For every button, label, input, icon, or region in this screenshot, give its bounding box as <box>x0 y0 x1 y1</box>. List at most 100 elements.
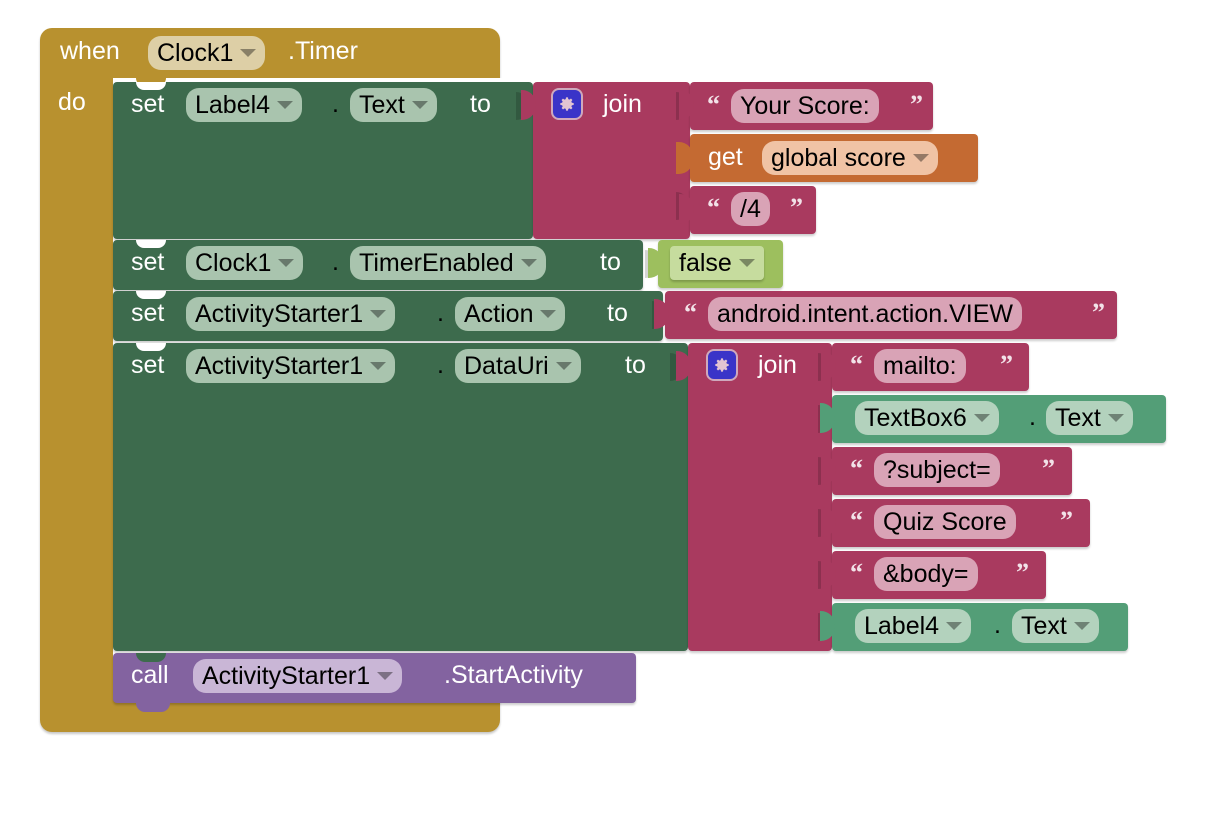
gear-icon[interactable] <box>551 88 583 120</box>
text-value-android-intent: android.intent.action.VIEW <box>717 299 1013 328</box>
text-field-subject[interactable]: ?subject= <box>874 453 1000 487</box>
call-component-label: ActivityStarter1 <box>202 661 371 690</box>
set-keyword-4: set <box>131 351 165 379</box>
getter-component-label-label4: Label4 <box>864 611 940 640</box>
chevron-down-icon[interactable] <box>946 622 963 630</box>
text-block-subject-plug <box>821 455 836 485</box>
call-component-dropdown[interactable]: ActivityStarter1 <box>193 659 403 693</box>
event-component-dropdown[interactable]: Clock1 <box>148 36 266 70</box>
open-quote-3: “ <box>684 298 697 327</box>
chevron-down-icon[interactable] <box>411 101 428 109</box>
join-label-1: join <box>603 90 642 118</box>
set-property-label-1: Text <box>359 90 405 119</box>
close-quote-subject: ” <box>1042 454 1055 483</box>
getter-property-dropdown-label4[interactable]: Text <box>1012 609 1099 643</box>
text-block-android-intent-plug <box>654 299 669 329</box>
close-quote-3: ” <box>1092 298 1105 327</box>
dot-separator-2: . <box>332 248 339 276</box>
text-block-mailto-plug <box>821 351 836 381</box>
getter-property-label-label4: Text <box>1021 611 1067 640</box>
set-component-label-1: Label4 <box>195 90 271 119</box>
chevron-down-icon[interactable] <box>1073 622 1090 630</box>
text-field-quiz-score[interactable]: Quiz Score <box>874 505 1016 539</box>
set-property-label-4: DataUri <box>464 351 549 380</box>
component-getter-textbox6-plug <box>820 403 835 433</box>
chevron-down-icon[interactable] <box>370 362 387 370</box>
set-property-dropdown-4[interactable]: DataUri <box>455 349 581 383</box>
open-quote-quiz-score: “ <box>850 506 863 535</box>
logic-value-dropdown[interactable]: false <box>670 246 764 280</box>
get-keyword: get <box>708 143 743 171</box>
text-value-body: &body= <box>883 559 969 588</box>
variable-getter-plug <box>676 142 693 174</box>
variable-name-dropdown[interactable]: global score <box>762 141 938 175</box>
statement-row-set-label4-text[interactable] <box>113 82 533 239</box>
open-quote-body: “ <box>850 558 863 587</box>
text-field-mailto[interactable]: mailto: <box>874 349 966 383</box>
set-property-dropdown-2[interactable]: TimerEnabled <box>350 246 546 280</box>
chevron-down-icon[interactable] <box>912 154 929 162</box>
text-block-body-plug <box>821 559 836 589</box>
chevron-down-icon[interactable] <box>540 310 557 318</box>
chevron-down-icon[interactable] <box>377 672 394 680</box>
statement-row-set-activitystarter1-datauri[interactable] <box>113 343 688 651</box>
gear-icon[interactable] <box>706 349 738 381</box>
dot-separator-textbox6: . <box>1029 403 1036 431</box>
getter-component-dropdown-label4[interactable]: Label4 <box>855 609 972 643</box>
join-label-2: join <box>758 351 797 379</box>
set-component-dropdown-4[interactable]: ActivityStarter1 <box>186 349 396 383</box>
text-field-body[interactable]: &body= <box>874 557 978 591</box>
text-field-slash-four[interactable]: /4 <box>731 192 770 226</box>
close-quote-2: ” <box>790 193 803 222</box>
row1-top-notch <box>136 82 166 90</box>
component-getter-label4-plug <box>820 611 835 641</box>
text-field-your-score[interactable]: Your Score: <box>731 89 879 123</box>
when-keyword: when <box>60 37 120 65</box>
chevron-down-icon[interactable] <box>240 49 257 57</box>
set-component-dropdown-2[interactable]: Clock1 <box>186 246 304 280</box>
set-component-dropdown-1[interactable]: Label4 <box>186 88 303 122</box>
chevron-down-icon[interactable] <box>1107 414 1124 422</box>
set-keyword-2: set <box>131 248 165 276</box>
row3-top-notch <box>136 291 166 299</box>
open-quote-0: “ <box>707 90 720 119</box>
text-value-quiz-score: Quiz Score <box>883 507 1007 536</box>
event-name-label: .Timer <box>288 37 358 65</box>
set-keyword-3: set <box>131 299 165 327</box>
text-value-slash-four: /4 <box>740 194 761 223</box>
event-component-label: Clock1 <box>157 38 234 67</box>
set-keyword-1: set <box>131 90 165 118</box>
set-component-label-3: ActivityStarter1 <box>195 299 364 328</box>
chevron-down-icon[interactable] <box>738 259 755 267</box>
to-connector-3: to <box>607 299 628 327</box>
join-block-2[interactable] <box>688 343 832 651</box>
getter-component-dropdown-textbox6[interactable]: TextBox6 <box>855 401 999 435</box>
text-value-mailto: mailto: <box>883 351 957 380</box>
chevron-down-icon[interactable] <box>973 414 990 422</box>
dot-separator-1: . <box>332 90 339 118</box>
chevron-down-icon[interactable] <box>555 362 572 370</box>
close-quote-body: ” <box>1016 558 1029 587</box>
set-property-dropdown-3[interactable]: Action <box>455 297 566 331</box>
row2-top-notch <box>136 240 166 248</box>
close-quote-0: ” <box>910 90 923 119</box>
getter-property-dropdown-textbox6[interactable]: Text <box>1046 401 1133 435</box>
chevron-down-icon[interactable] <box>370 310 387 318</box>
join-block-1-plug <box>521 90 536 120</box>
open-quote-2: “ <box>707 193 720 222</box>
row4-top-notch <box>136 343 166 351</box>
text-value-subject: ?subject= <box>883 455 991 484</box>
set-component-dropdown-3[interactable]: ActivityStarter1 <box>186 297 396 331</box>
call-block-bottom-notch <box>136 703 170 712</box>
chevron-down-icon[interactable] <box>520 259 537 267</box>
set-property-dropdown-1[interactable]: Text <box>350 88 437 122</box>
logic-value-label: false <box>679 248 732 277</box>
set-property-label-3: Action <box>464 299 534 328</box>
text-block-quiz-score-plug <box>821 507 836 537</box>
set-component-label-2: Clock1 <box>195 248 272 277</box>
set-property-label-2: TimerEnabled <box>359 248 514 277</box>
chevron-down-icon[interactable] <box>278 259 295 267</box>
text-field-android-intent[interactable]: android.intent.action.VIEW <box>708 297 1022 331</box>
chevron-down-icon[interactable] <box>277 101 294 109</box>
